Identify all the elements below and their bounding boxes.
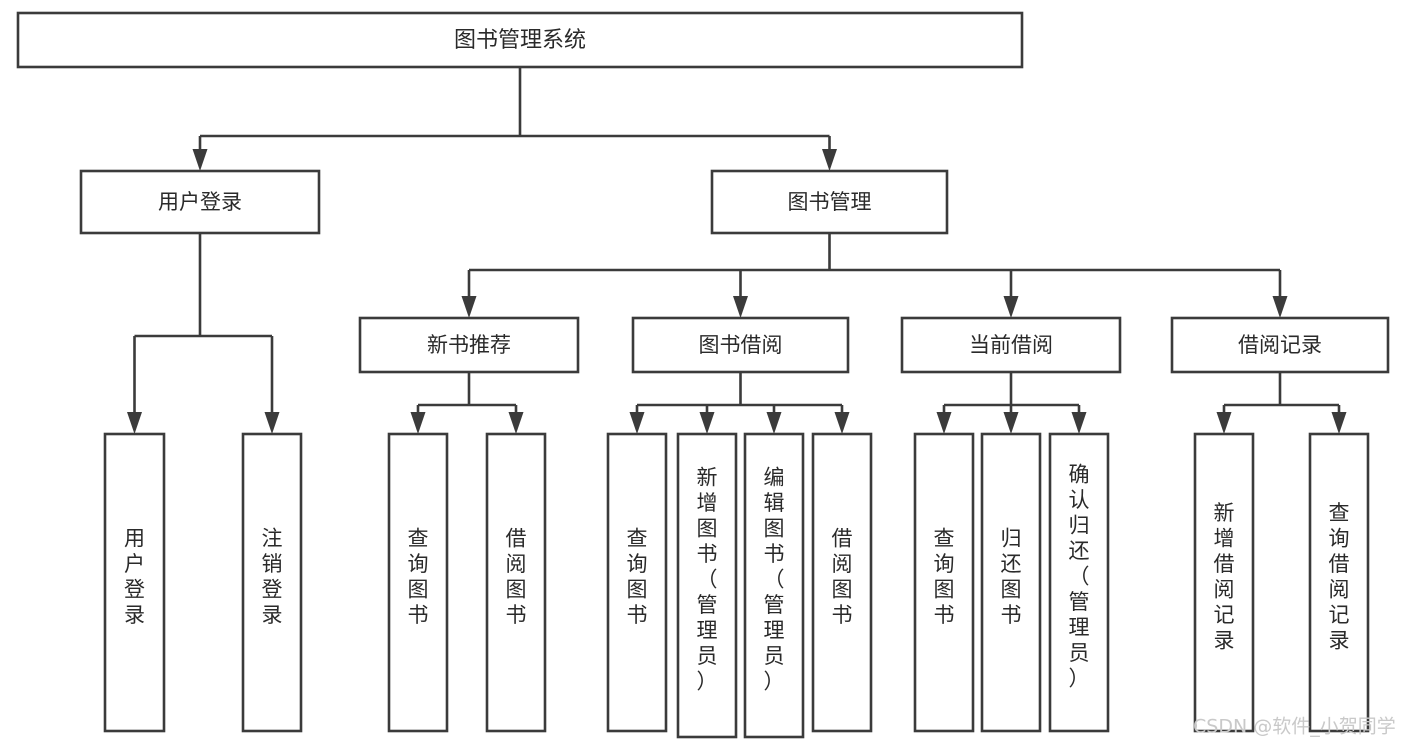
- arrow-head-icon: [1003, 412, 1019, 434]
- arrow-head-icon: [127, 412, 142, 434]
- node-leaf-return-book[interactable]: 归还图书: [980, 432, 1042, 733]
- node-label-user-login: 用户登录: [158, 190, 242, 214]
- arrow-head-icon: [264, 412, 280, 434]
- node-label-leaf-return-book: 归还图书: [1001, 526, 1022, 627]
- node-box-leaf-add-borrow-record: [1193, 432, 1255, 733]
- node-label-leaf-borrow-book-1: 借阅图书: [506, 526, 527, 627]
- node-box-current-borrow: [900, 316, 1122, 374]
- node-leaf-logout[interactable]: 注销登录: [241, 432, 303, 733]
- node-leaf-borrow-book-2[interactable]: 借阅图书: [811, 432, 873, 733]
- arrow-head-icon: [1216, 412, 1232, 434]
- node-label-root: 图书管理系统: [454, 28, 586, 53]
- arrow-head-icon: [461, 296, 477, 318]
- arrow-head-icon: [733, 296, 748, 318]
- node-label-leaf-logout: 注销登录: [262, 526, 283, 627]
- node-current-borrow[interactable]: 当前借阅: [900, 316, 1122, 374]
- csdn-watermark: CSDN @软件_小贺同学: [1193, 716, 1396, 738]
- node-label-leaf-edit-book: 编辑图书（管理员）: [764, 466, 785, 694]
- node-box-root: [16, 11, 1024, 69]
- node-label-leaf-query-borrow-record: 查询借阅记录: [1329, 501, 1350, 653]
- node-box-leaf-confirm-return: [1048, 432, 1110, 733]
- connector-group-current-borrow: [936, 372, 1087, 434]
- node-book-manage[interactable]: 图书管理: [710, 169, 949, 235]
- node-leaf-confirm-return[interactable]: 确认归还（管理员）: [1048, 432, 1110, 733]
- connector-group-book-manage: [461, 233, 1288, 318]
- arrow-head-icon: [410, 412, 426, 434]
- arrow-head-icon: [699, 412, 715, 434]
- connector-group-new-book-recommend: [410, 372, 524, 434]
- node-leaf-user-login[interactable]: 用户登录: [103, 432, 166, 733]
- watermark-layer: CSDN @软件_小贺同学: [1193, 716, 1396, 738]
- node-label-new-book-recommend: 新书推荐: [427, 333, 511, 357]
- nodes-layer: 图书管理系统用户登录图书管理新书推荐图书借阅当前借阅借阅记录用户登录注销登录查询…: [16, 11, 1390, 739]
- node-box-leaf-add-book: [676, 432, 738, 739]
- node-leaf-query-book-1[interactable]: 查询图书: [387, 432, 449, 733]
- node-leaf-query-book-3[interactable]: 查询图书: [913, 432, 975, 733]
- node-leaf-borrow-book-1[interactable]: 借阅图书: [485, 432, 547, 733]
- node-box-borrow-record: [1170, 316, 1390, 374]
- connector-group-root: [192, 67, 837, 171]
- arrow-head-icon: [508, 412, 524, 434]
- node-box-leaf-query-borrow-record: [1308, 432, 1370, 733]
- connector-group-borrow-record: [1216, 372, 1347, 434]
- node-box-book-borrow: [631, 316, 850, 374]
- node-label-book-manage: 图书管理: [788, 190, 872, 214]
- node-new-book-recommend[interactable]: 新书推荐: [358, 316, 580, 374]
- arrow-head-icon: [834, 412, 850, 434]
- node-leaf-query-book-2[interactable]: 查询图书: [606, 432, 668, 733]
- node-box-new-book-recommend: [358, 316, 580, 374]
- node-label-leaf-borrow-book-2: 借阅图书: [832, 526, 853, 627]
- node-box-user-login: [79, 169, 321, 235]
- arrow-head-icon: [629, 412, 645, 434]
- connector-group-book-borrow: [629, 372, 850, 434]
- node-box-book-manage: [710, 169, 949, 235]
- node-box-leaf-user-login: [103, 432, 166, 733]
- connectors-layer: [127, 67, 1347, 434]
- connector-group-user-login: [127, 233, 280, 434]
- node-box-leaf-query-book-3: [913, 432, 975, 733]
- node-user-login[interactable]: 用户登录: [79, 169, 321, 235]
- arrow-head-icon: [1003, 296, 1019, 318]
- node-book-borrow[interactable]: 图书借阅: [631, 316, 850, 374]
- arrow-head-icon: [1071, 412, 1087, 434]
- arrow-head-icon: [1331, 412, 1347, 434]
- arrow-head-icon: [936, 412, 952, 434]
- node-box-leaf-logout: [241, 432, 303, 733]
- node-box-leaf-borrow-book-1: [485, 432, 547, 733]
- node-label-borrow-record: 借阅记录: [1238, 333, 1322, 357]
- node-box-leaf-query-book-1: [387, 432, 449, 733]
- node-box-leaf-borrow-book-2: [811, 432, 873, 733]
- node-label-leaf-add-borrow-record: 新增借阅记录: [1214, 501, 1235, 653]
- node-box-leaf-return-book: [980, 432, 1042, 733]
- node-leaf-edit-book[interactable]: 编辑图书（管理员）: [743, 432, 805, 739]
- arrow-head-icon: [192, 149, 208, 171]
- node-label-leaf-user-login: 用户登录: [124, 526, 145, 627]
- arrow-head-icon: [766, 412, 782, 434]
- arrow-head-icon: [822, 149, 837, 171]
- node-root[interactable]: 图书管理系统: [16, 11, 1024, 69]
- node-label-leaf-confirm-return: 确认归还（管理员）: [1069, 463, 1090, 691]
- node-box-leaf-query-book-2: [606, 432, 668, 733]
- node-leaf-add-book[interactable]: 新增图书（管理员）: [676, 432, 738, 739]
- node-label-leaf-query-book-3: 查询图书: [934, 526, 955, 627]
- node-label-book-borrow: 图书借阅: [699, 333, 783, 357]
- node-label-leaf-add-book: 新增图书（管理员）: [697, 466, 718, 694]
- node-label-current-borrow: 当前借阅: [969, 333, 1053, 357]
- node-leaf-query-borrow-record[interactable]: 查询借阅记录: [1308, 432, 1370, 733]
- arrow-head-icon: [1272, 296, 1288, 318]
- node-box-leaf-edit-book: [743, 432, 805, 739]
- node-leaf-add-borrow-record[interactable]: 新增借阅记录: [1193, 432, 1255, 733]
- node-label-leaf-query-book-2: 查询图书: [627, 526, 648, 627]
- node-borrow-record[interactable]: 借阅记录: [1170, 316, 1390, 374]
- node-label-leaf-query-book-1: 查询图书: [408, 526, 429, 627]
